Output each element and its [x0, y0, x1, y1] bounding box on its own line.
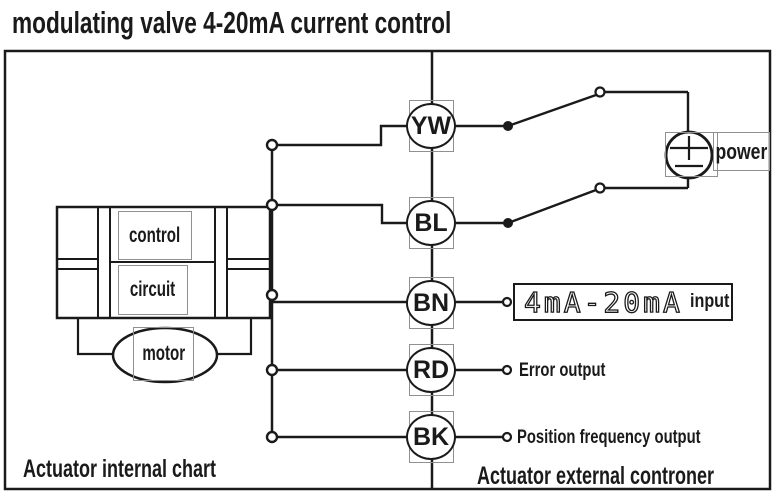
actuator-body: [55, 205, 272, 320]
bus-node-rd: [265, 363, 279, 377]
wire-bus-to-bl: [272, 203, 407, 225]
terminal-yw: YW: [406, 103, 456, 149]
motor-bracket-left: [76, 317, 113, 356]
bus-node-yw: [265, 138, 279, 152]
switch-pivot-top-dot: [503, 121, 513, 131]
terminal-bn-label: BN: [412, 288, 450, 317]
outer-border: [3, 49, 772, 491]
current-input-value: 4mA-20mA: [523, 285, 683, 319]
terminal-bk-label: BK: [412, 422, 450, 451]
current-input-suffix: input: [689, 291, 730, 312]
motor-box: motor: [133, 327, 194, 381]
control-label: control: [129, 223, 181, 247]
circuit-box: circuit: [118, 265, 188, 315]
motor-label: motor: [142, 342, 185, 365]
bus-node-bl: [265, 198, 279, 212]
control-box: control: [118, 211, 192, 260]
error-output-label: Error output: [519, 360, 606, 381]
terminal-rd: RD: [406, 347, 456, 393]
circuit-label: circuit: [130, 278, 176, 301]
switch-pivot-bottom-dot: [503, 218, 513, 228]
motor-ellipse: [111, 326, 219, 384]
external-caption: Actuator external controner: [477, 462, 715, 490]
switch-contact-top: [594, 86, 606, 98]
switch-blade-top: [507, 93, 597, 128]
error-output-contact-circle: [501, 364, 513, 376]
power-label: power: [715, 138, 768, 164]
terminal-bl-label: BL: [414, 208, 448, 237]
power-source-frame: [665, 132, 718, 177]
motor-bracket-right: [217, 317, 253, 356]
terminal-bn: BN: [406, 280, 456, 326]
bus-node-bn: [265, 288, 279, 302]
terminal-yw-label: YW: [410, 111, 452, 140]
page-title: modulating valve 4-20mA current control: [12, 5, 452, 40]
terminal-bk: BK: [406, 414, 456, 460]
current-input-box: 4mA-20mA input: [513, 283, 733, 321]
switch-blade-bottom: [507, 188, 597, 225]
terminal-rd-label: RD: [412, 355, 450, 384]
power-label-box: power: [713, 132, 770, 171]
switch-contact-bottom: [594, 182, 606, 194]
internal-caption: Actuator internal chart: [23, 455, 217, 483]
position-output-label: Position frequency output: [517, 427, 701, 448]
terminal-bl: BL: [406, 200, 456, 246]
input-contact-circle: [501, 296, 513, 308]
wire-bus-to-yw: [272, 124, 407, 147]
position-output-contact-circle: [501, 431, 513, 443]
bus-node-bk: [265, 430, 279, 444]
